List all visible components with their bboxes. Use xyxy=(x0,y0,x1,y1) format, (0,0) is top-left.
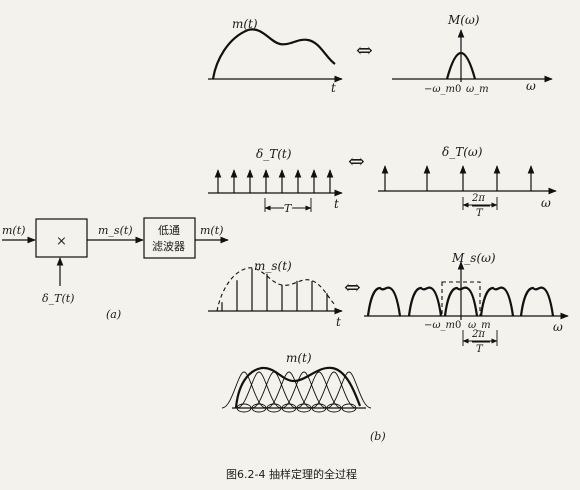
spacing-denominator: T xyxy=(476,208,484,219)
transform-arrow: ⇔ xyxy=(344,275,361,299)
spacing-numerator: 2π xyxy=(471,193,485,204)
row4-reconstruction: m(t) (b) xyxy=(221,351,386,443)
row1-time-signal: m(t) t xyxy=(208,17,343,95)
pulse-lobe xyxy=(341,403,357,413)
signal-label: m(t) xyxy=(232,17,258,31)
impulse-spectrum-label: δ_T(ω) xyxy=(442,145,483,159)
freq-axis-label: ω xyxy=(526,79,536,93)
period-label: T xyxy=(284,202,293,215)
reconstructed-label: m(t) xyxy=(286,351,312,365)
sinc-pulse xyxy=(296,371,342,409)
transform-arrow: ⇔ xyxy=(356,38,373,62)
lowpass-filter-block xyxy=(143,217,196,259)
freq-axis-label: ω xyxy=(541,196,551,210)
spectrum-copy xyxy=(407,286,443,317)
spectrum-copy xyxy=(519,286,555,317)
sinc-pulse xyxy=(326,371,372,409)
freq-axis-label: ω xyxy=(553,320,563,334)
input-signal-label: m(t) xyxy=(2,224,25,237)
row1-spectrum: M(ω) −ω_m 0 ω_m ω xyxy=(392,13,553,95)
filter-label-line2: 滤波器 xyxy=(152,240,185,253)
neg-wm-tick: −ω_m xyxy=(424,84,455,95)
spectrum-copy xyxy=(443,286,479,317)
pos-wm-tick: ω_m xyxy=(468,320,491,331)
time-axis-label: t xyxy=(334,197,339,211)
spectrum-copy xyxy=(366,286,402,317)
zero-tick: 0 xyxy=(455,84,461,95)
sinc-pulse xyxy=(266,371,312,409)
output-signal-label: m(t) xyxy=(200,224,223,237)
zero-tick: 0 xyxy=(455,320,461,331)
transform-arrow: ⇔ xyxy=(348,149,365,173)
row3-periodic-spectrum: M_s(ω) −ω_m 0 ω_m 2π T ω xyxy=(364,251,569,355)
sinc-pulse xyxy=(281,371,327,409)
impulse-train-label: δ_T(t) xyxy=(256,147,292,161)
sinc-pulse xyxy=(221,371,267,409)
envelope-dashed xyxy=(216,267,337,312)
sampled-signal-label: m_s(t) xyxy=(98,224,133,237)
filter-label-line1: 低通 xyxy=(158,224,180,237)
sampled-spectrum-label: M_s(ω) xyxy=(451,251,496,265)
spacing-numerator: 2π xyxy=(471,329,485,340)
baseband-spectrum xyxy=(445,51,477,80)
multiplier-block xyxy=(35,218,88,258)
panel-b-label: (b) xyxy=(370,430,386,443)
multiplier-symbol: × xyxy=(56,234,67,249)
pos-wm-tick: ω_m xyxy=(466,84,489,95)
time-axis-label: t xyxy=(336,315,341,329)
figure-caption: 图6.2-4 抽样定理的全过程 xyxy=(226,467,357,481)
reconstructed-waveform xyxy=(234,366,362,409)
spectrum-label: M(ω) xyxy=(447,13,480,27)
panel-a-block-diagram: m(t) × m_s(t) 低通 滤波器 m(t) δ_T(t) (a) xyxy=(2,217,229,321)
sampled-signal-label: m_s(t) xyxy=(254,259,292,273)
time-axis-label: t xyxy=(331,81,336,95)
row2-impulse-train: δ_T(t) T t xyxy=(208,147,343,215)
message-waveform xyxy=(211,28,336,80)
impulse-train-input-label: δ_T(t) xyxy=(42,292,74,305)
sinc-pulse xyxy=(236,371,282,409)
spacing-denominator: T xyxy=(476,344,484,355)
panel-a-label: (a) xyxy=(106,308,121,321)
row3-sampled-signal: m_s(t) t xyxy=(208,259,343,329)
lowpass-filter-window xyxy=(441,281,481,317)
spectrum-copy xyxy=(479,286,515,317)
neg-wm-tick: −ω_m xyxy=(424,320,455,331)
sinc-pulse xyxy=(311,371,357,409)
row2-impulse-spectrum: δ_T(ω) 2π T ω xyxy=(378,145,557,219)
